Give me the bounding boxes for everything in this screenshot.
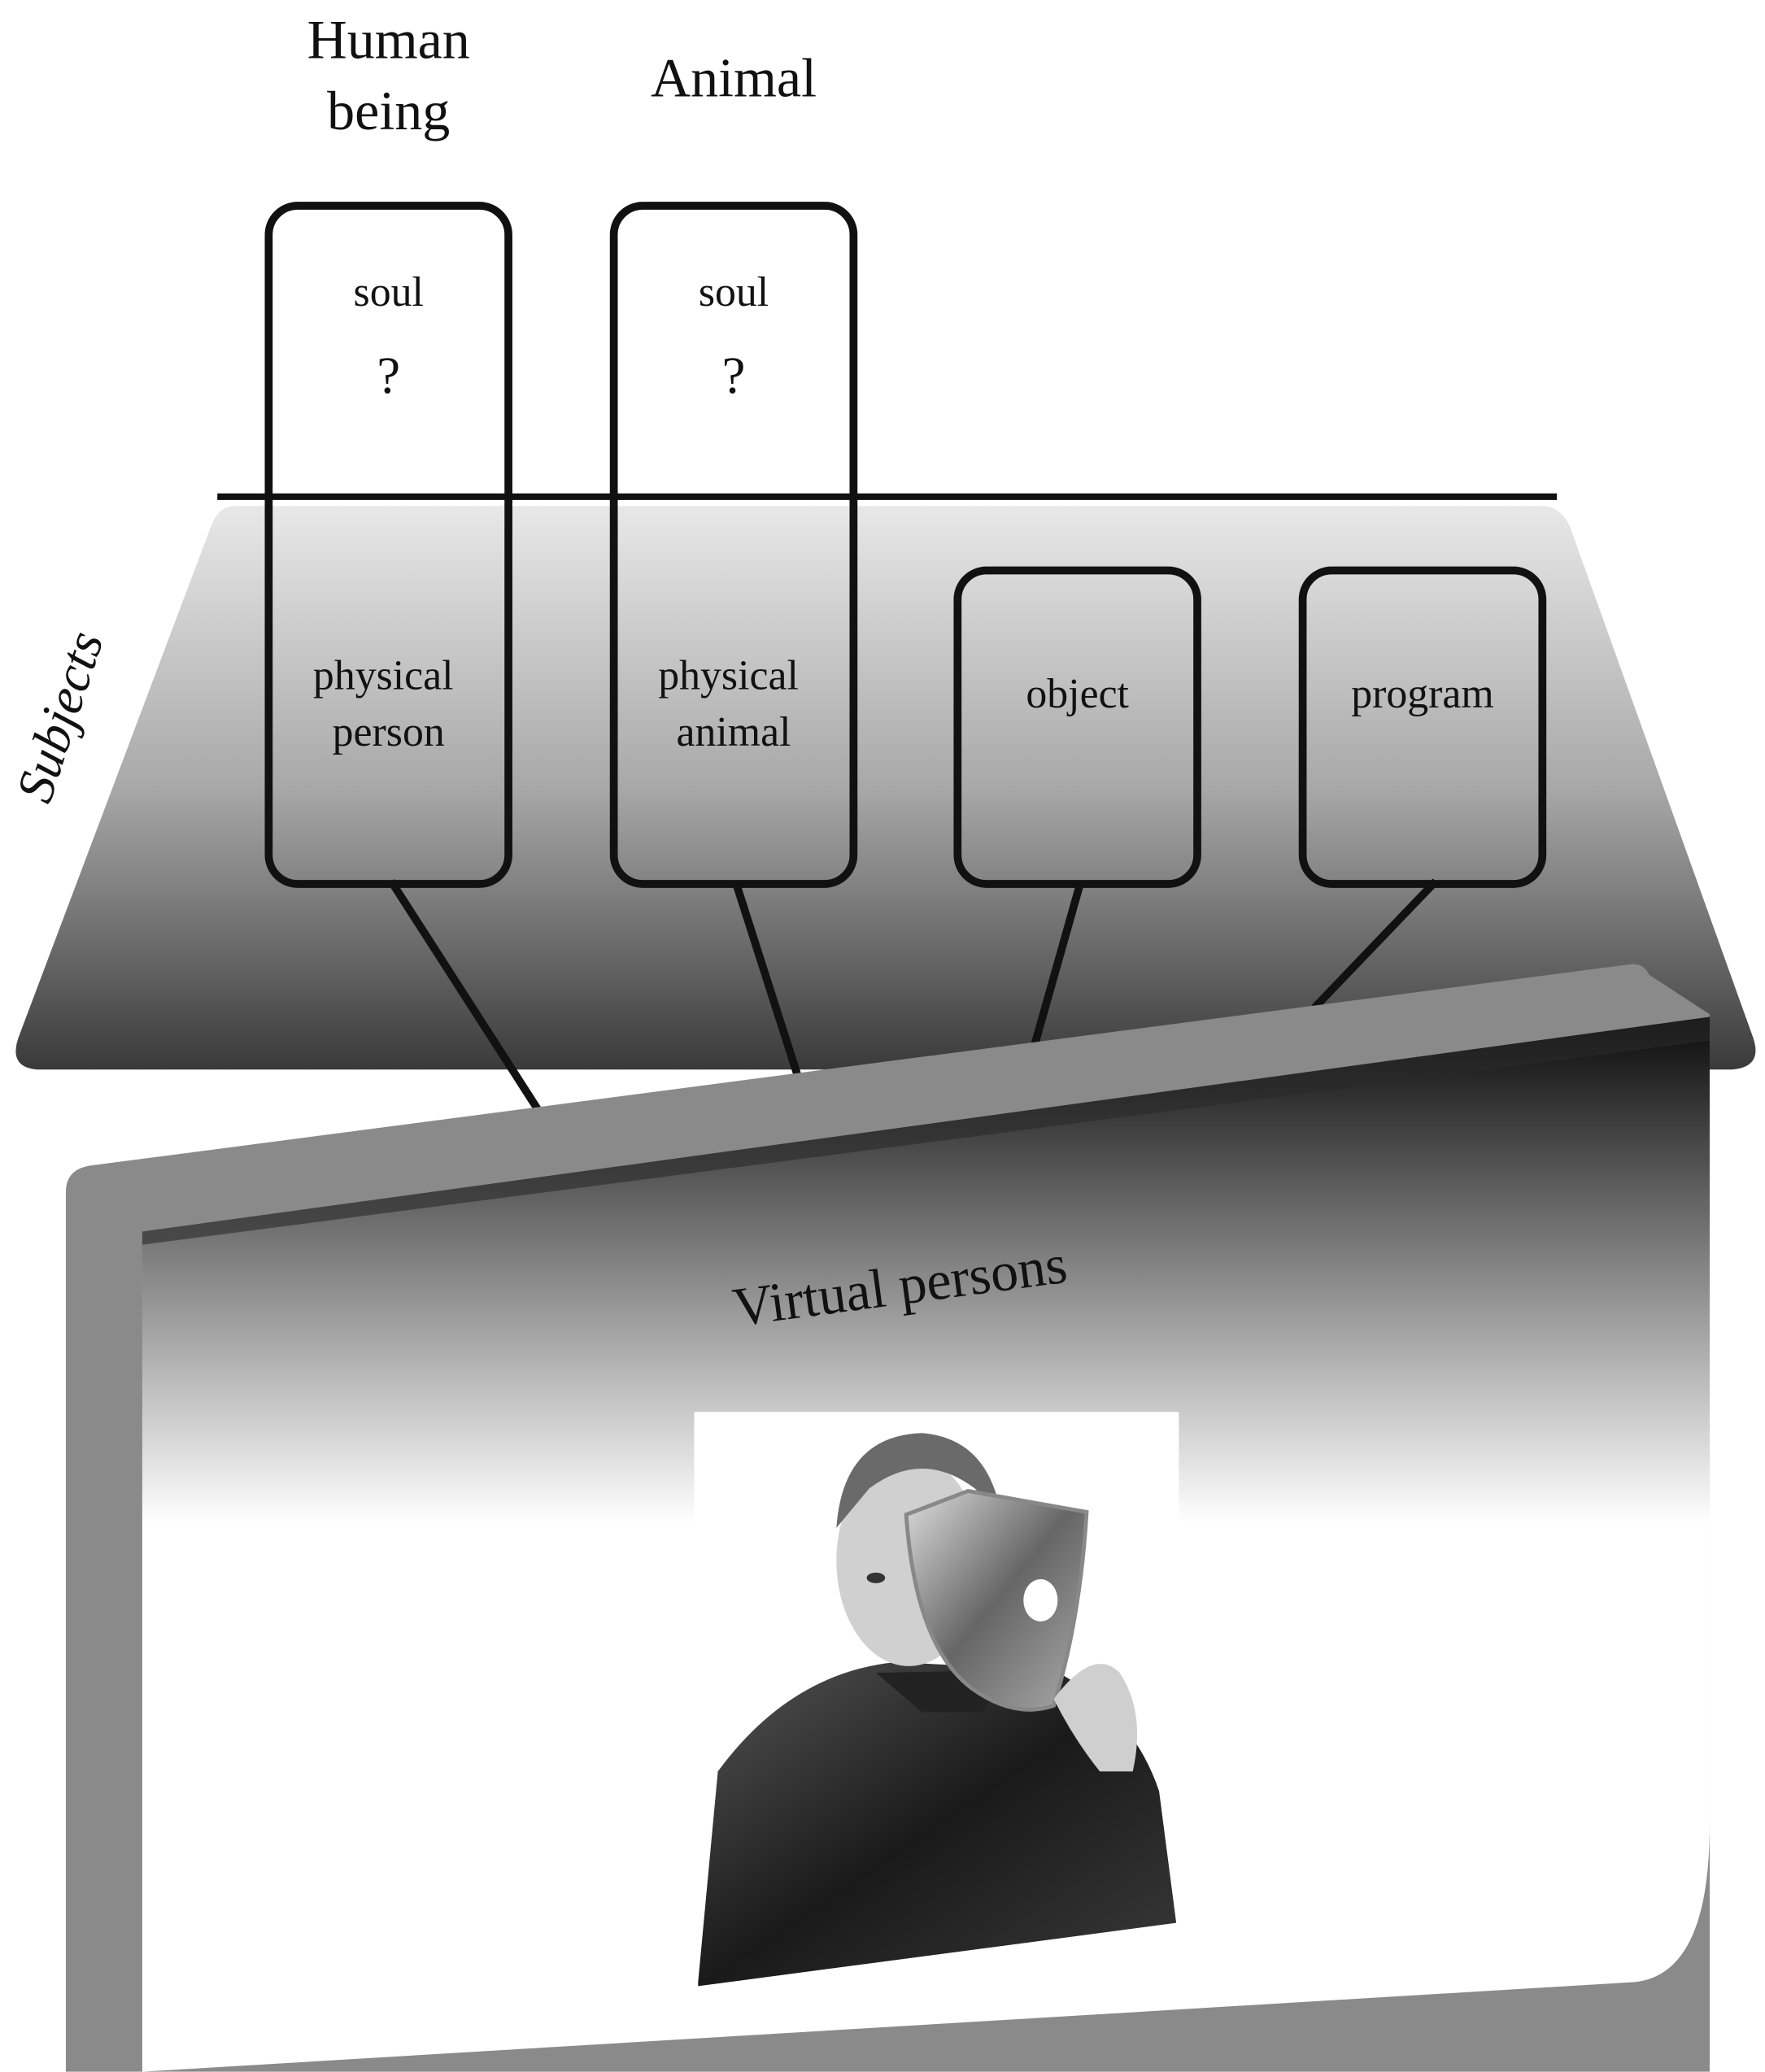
physical-person-line2: person xyxy=(333,709,445,755)
animal-soul: soul xyxy=(699,269,769,316)
animal-box xyxy=(609,202,858,888)
masked-person-photo xyxy=(694,1412,1179,1989)
connector-program xyxy=(1311,878,1439,1011)
human-soul: soul xyxy=(354,269,424,316)
subjects-trapezoid xyxy=(15,506,1756,1070)
program-label: program xyxy=(1351,671,1494,717)
animal-title: Animal xyxy=(651,47,817,109)
physical-animal-line2: animal xyxy=(677,709,791,755)
physical-person-line1: physical xyxy=(313,652,454,699)
connector-object xyxy=(1030,882,1084,1049)
human-title-line2: being xyxy=(327,80,450,141)
human-title-line1: Human xyxy=(307,9,470,71)
human-question: ? xyxy=(377,346,400,405)
venetian-mask xyxy=(904,1488,1089,1712)
connector-animal xyxy=(732,882,802,1079)
physical-animal-line1: physical xyxy=(658,652,799,699)
subjects-label: Subjects xyxy=(5,625,115,810)
animal-question: ? xyxy=(722,346,746,405)
program-box xyxy=(1298,566,1547,888)
object-label: object xyxy=(1026,671,1129,717)
connector-human xyxy=(387,879,547,1120)
